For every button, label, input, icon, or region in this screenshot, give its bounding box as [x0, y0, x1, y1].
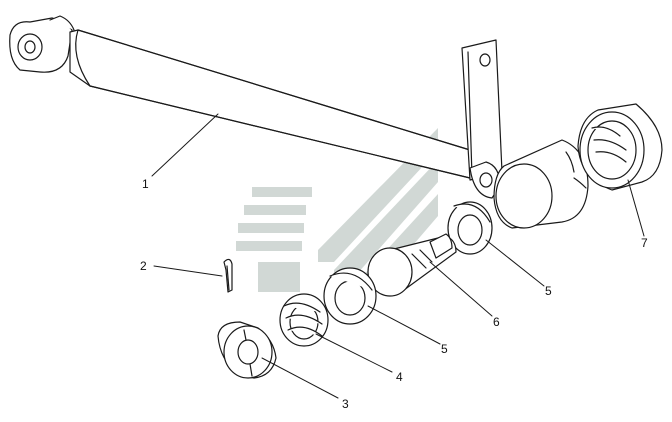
part-4-spring	[279, 293, 329, 347]
leader-lines	[151, 113, 645, 399]
callout-6: 6	[493, 315, 500, 329]
part-1-shaft	[9, 15, 503, 199]
part-2-cotter-pin	[223, 258, 233, 293]
part-6-pin	[367, 233, 457, 297]
part-5-washer-lower	[323, 267, 377, 325]
leader-line-7	[627, 179, 645, 237]
part-3-split-bushing	[217, 321, 277, 379]
callout-7: 7	[641, 236, 648, 250]
leader-line-3	[261, 357, 339, 399]
leader-line-5a	[485, 239, 545, 287]
callout-2: 2	[140, 259, 147, 273]
callout-5-upper: 5	[545, 284, 552, 298]
leader-line-2	[153, 265, 223, 277]
leader-line-5b	[367, 305, 441, 345]
part-7-ring	[577, 103, 663, 191]
callout-1: 1	[142, 177, 149, 191]
callout-4: 4	[396, 370, 403, 384]
part-5-washer-upper	[447, 201, 493, 255]
leader-line-1	[151, 113, 219, 177]
leader-line-4	[315, 333, 393, 373]
bushing-sleeve	[493, 139, 589, 229]
leader-line-6	[429, 261, 493, 317]
callout-5-lower: 5	[441, 342, 448, 356]
callout-3: 3	[342, 397, 349, 411]
